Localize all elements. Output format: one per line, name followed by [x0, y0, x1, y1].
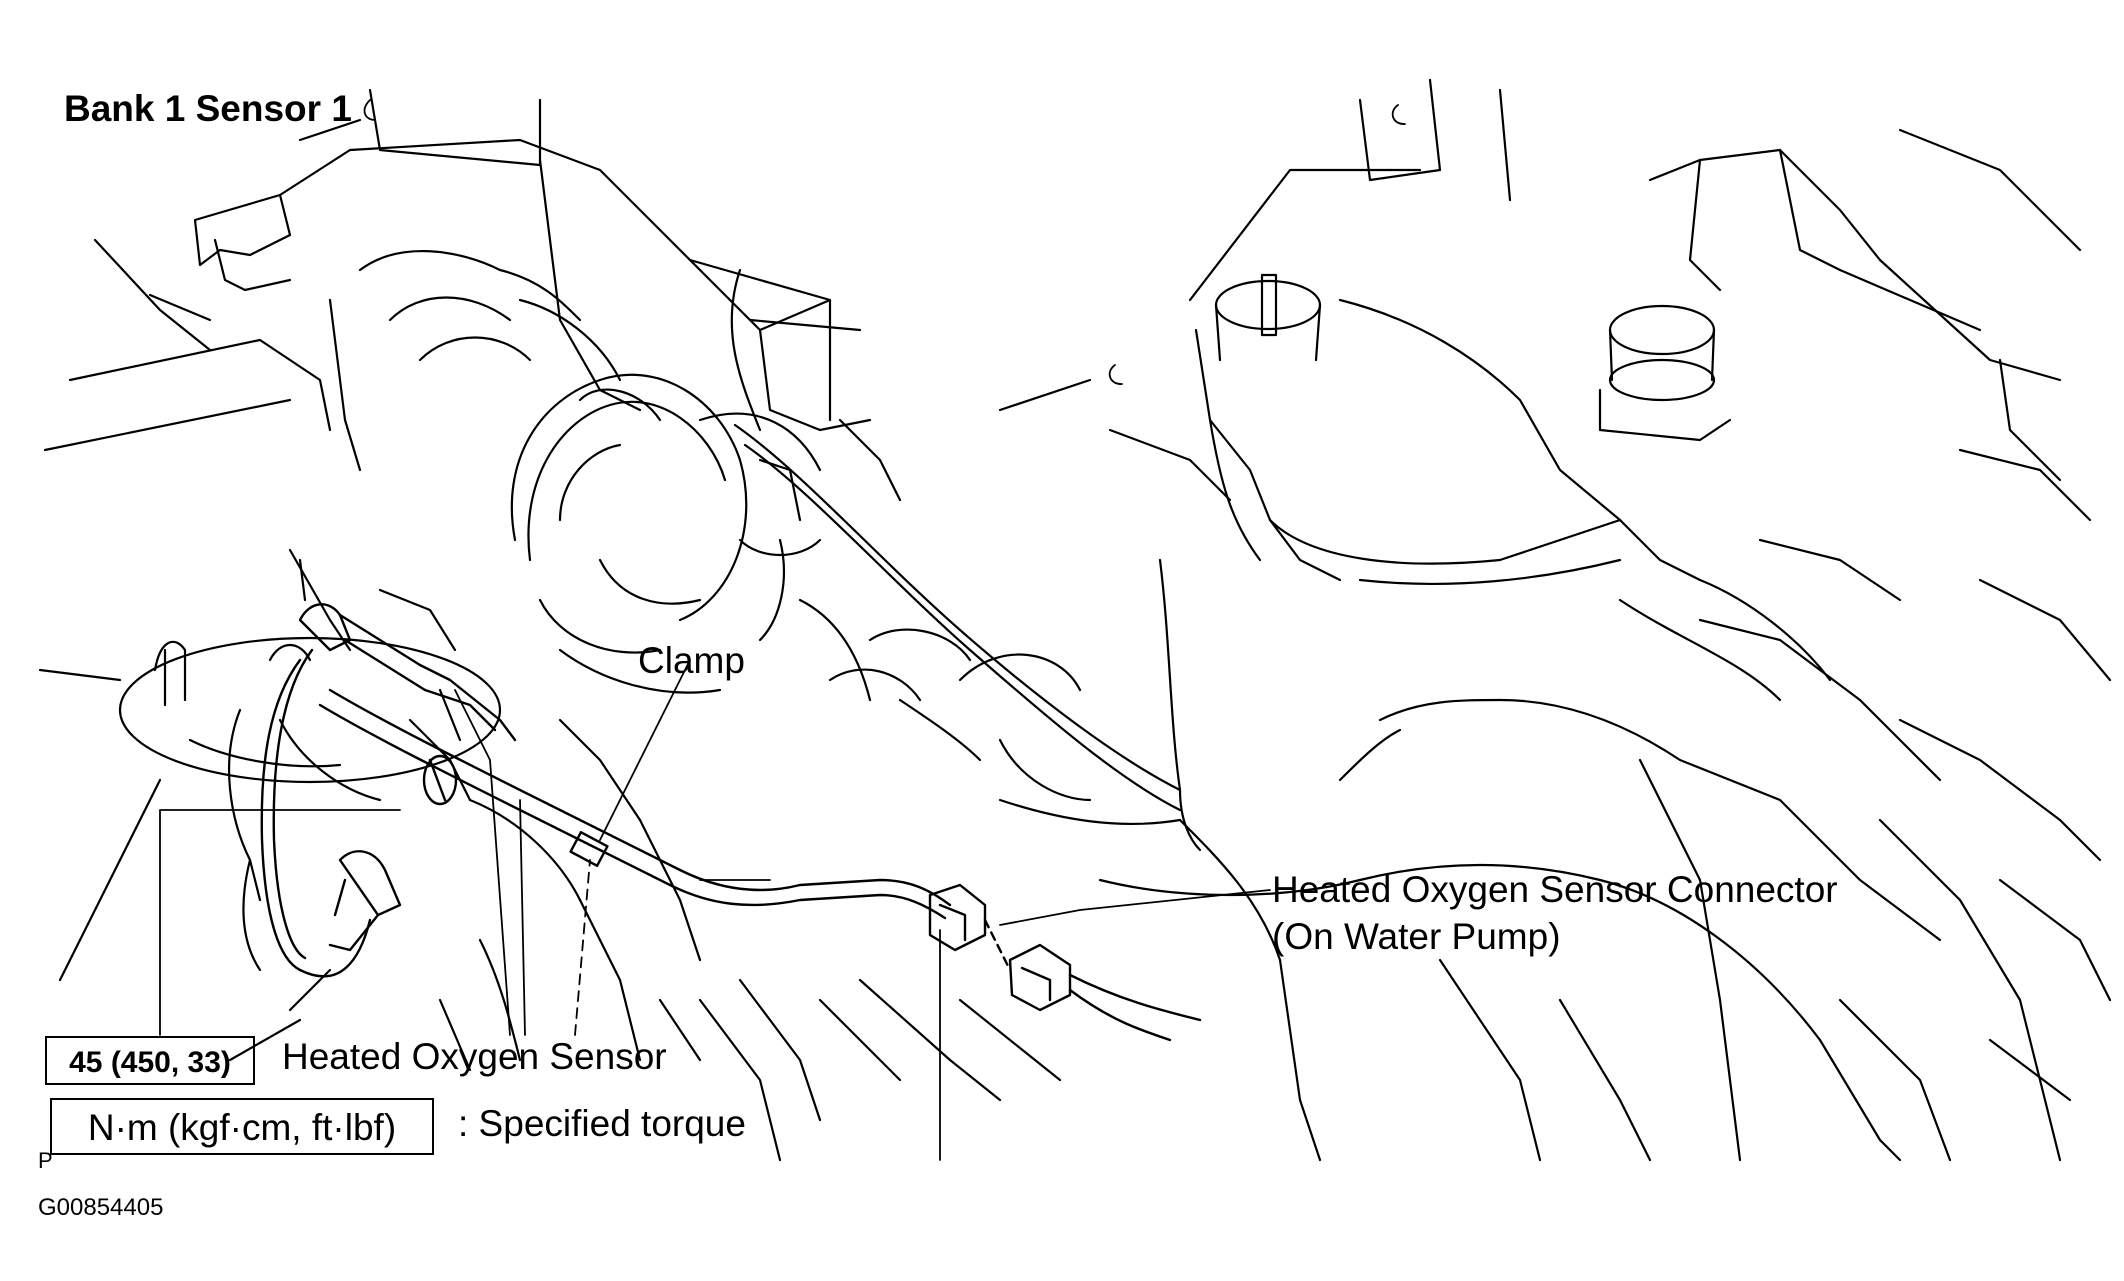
reference-marks: [363, 99, 1406, 385]
corner-mark: P: [38, 1148, 53, 1173]
connector-label-line1: Heated Oxygen Sensor Connector: [1272, 869, 1838, 910]
diagram-title: Bank 1 Sensor 1: [64, 88, 352, 129]
clamp-label: Clamp: [638, 640, 745, 681]
figure-code: G00854405: [38, 1194, 164, 1221]
lower-right-engine-parts: [998, 578, 2112, 1162]
intake-duct: [510, 373, 1092, 802]
leader-lines: [159, 659, 1271, 1161]
torque-description: : Specified torque: [458, 1103, 746, 1144]
torque-unit-box: N·m (kgf·cm, ft·lbf): [50, 1098, 434, 1155]
connector-label: Heated Oxygen Sensor Connector (On Water…: [1272, 866, 1838, 960]
upper-hose: [733, 423, 1202, 852]
torque-value-box: 45 (450, 33): [45, 1036, 255, 1085]
sensor-label: Heated Oxygen Sensor: [282, 1036, 667, 1077]
coolant-reservoir: [998, 78, 2092, 702]
connector-label-line2: (On Water Pump): [1272, 916, 1561, 957]
oxygen-sensor-harness: [260, 603, 1202, 1042]
upper-left-engine-parts: [43, 88, 902, 502]
exhaust-manifold: [38, 548, 1062, 1162]
